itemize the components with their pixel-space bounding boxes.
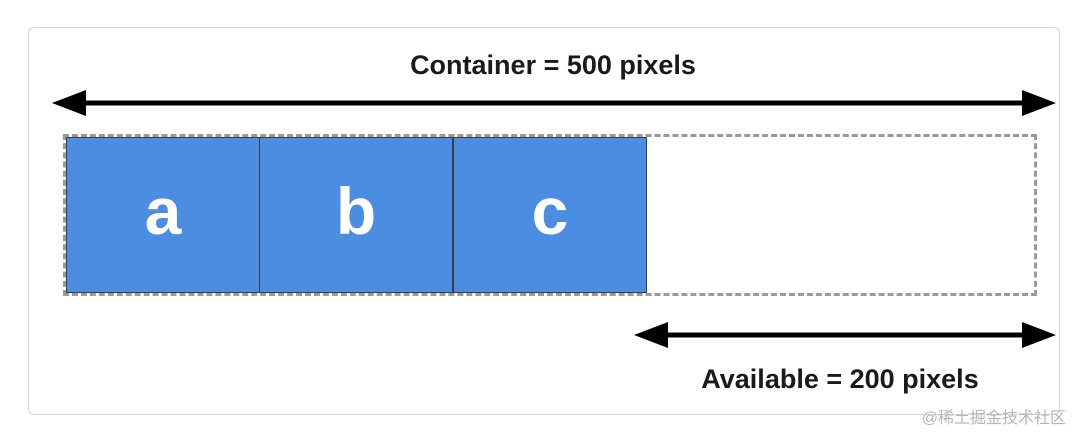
watermark: @稀土掘金技术社区 (921, 410, 1066, 427)
flex-item-c: c (453, 137, 647, 293)
flex-item-b: b (259, 137, 453, 293)
container-width-arrow (52, 90, 1056, 116)
flex-container-outline (63, 134, 1037, 296)
flex-item-a: a (66, 137, 260, 293)
container-width-label: Container = 500 pixels (410, 50, 696, 80)
available-space-arrow (634, 322, 1056, 348)
available-space-label: Available = 200 pixels (701, 364, 979, 394)
